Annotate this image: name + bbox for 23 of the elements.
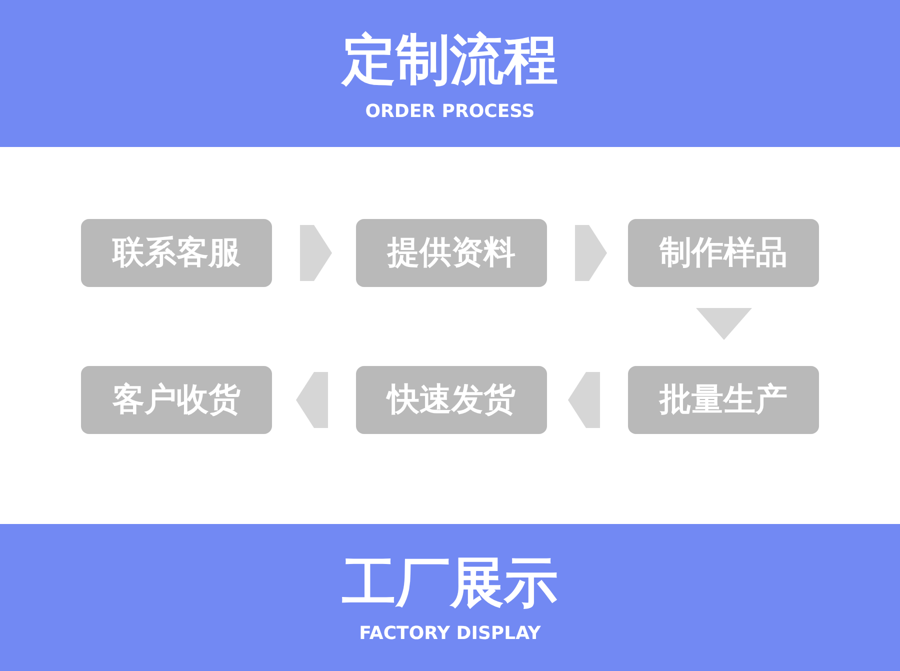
header-band xyxy=(0,0,900,147)
arrow xyxy=(300,225,332,281)
process-box xyxy=(356,366,547,434)
arrow xyxy=(696,308,752,340)
heading: 定制流程 xyxy=(340,30,559,90)
arrow xyxy=(575,225,607,281)
subheading: ORDER PROCESS xyxy=(364,101,536,123)
step-label: 客户收货 xyxy=(112,379,240,420)
step-label: 提供资料 xyxy=(388,232,516,273)
process-box xyxy=(81,366,272,434)
process-box xyxy=(628,366,819,434)
process-box xyxy=(628,219,819,287)
header-band xyxy=(0,524,900,671)
process-box xyxy=(81,219,272,287)
subheading: FACTORY DISPLAY xyxy=(358,623,542,645)
step-label: 批量生产 xyxy=(660,379,788,420)
step-label: 联系客服 xyxy=(112,232,240,273)
heading: 工厂展示 xyxy=(341,553,559,613)
step-label: 制作样品 xyxy=(660,232,788,273)
arrow xyxy=(296,372,328,428)
arrow xyxy=(568,372,600,428)
step-label: 快速发货 xyxy=(388,379,516,420)
process-box xyxy=(356,219,547,287)
